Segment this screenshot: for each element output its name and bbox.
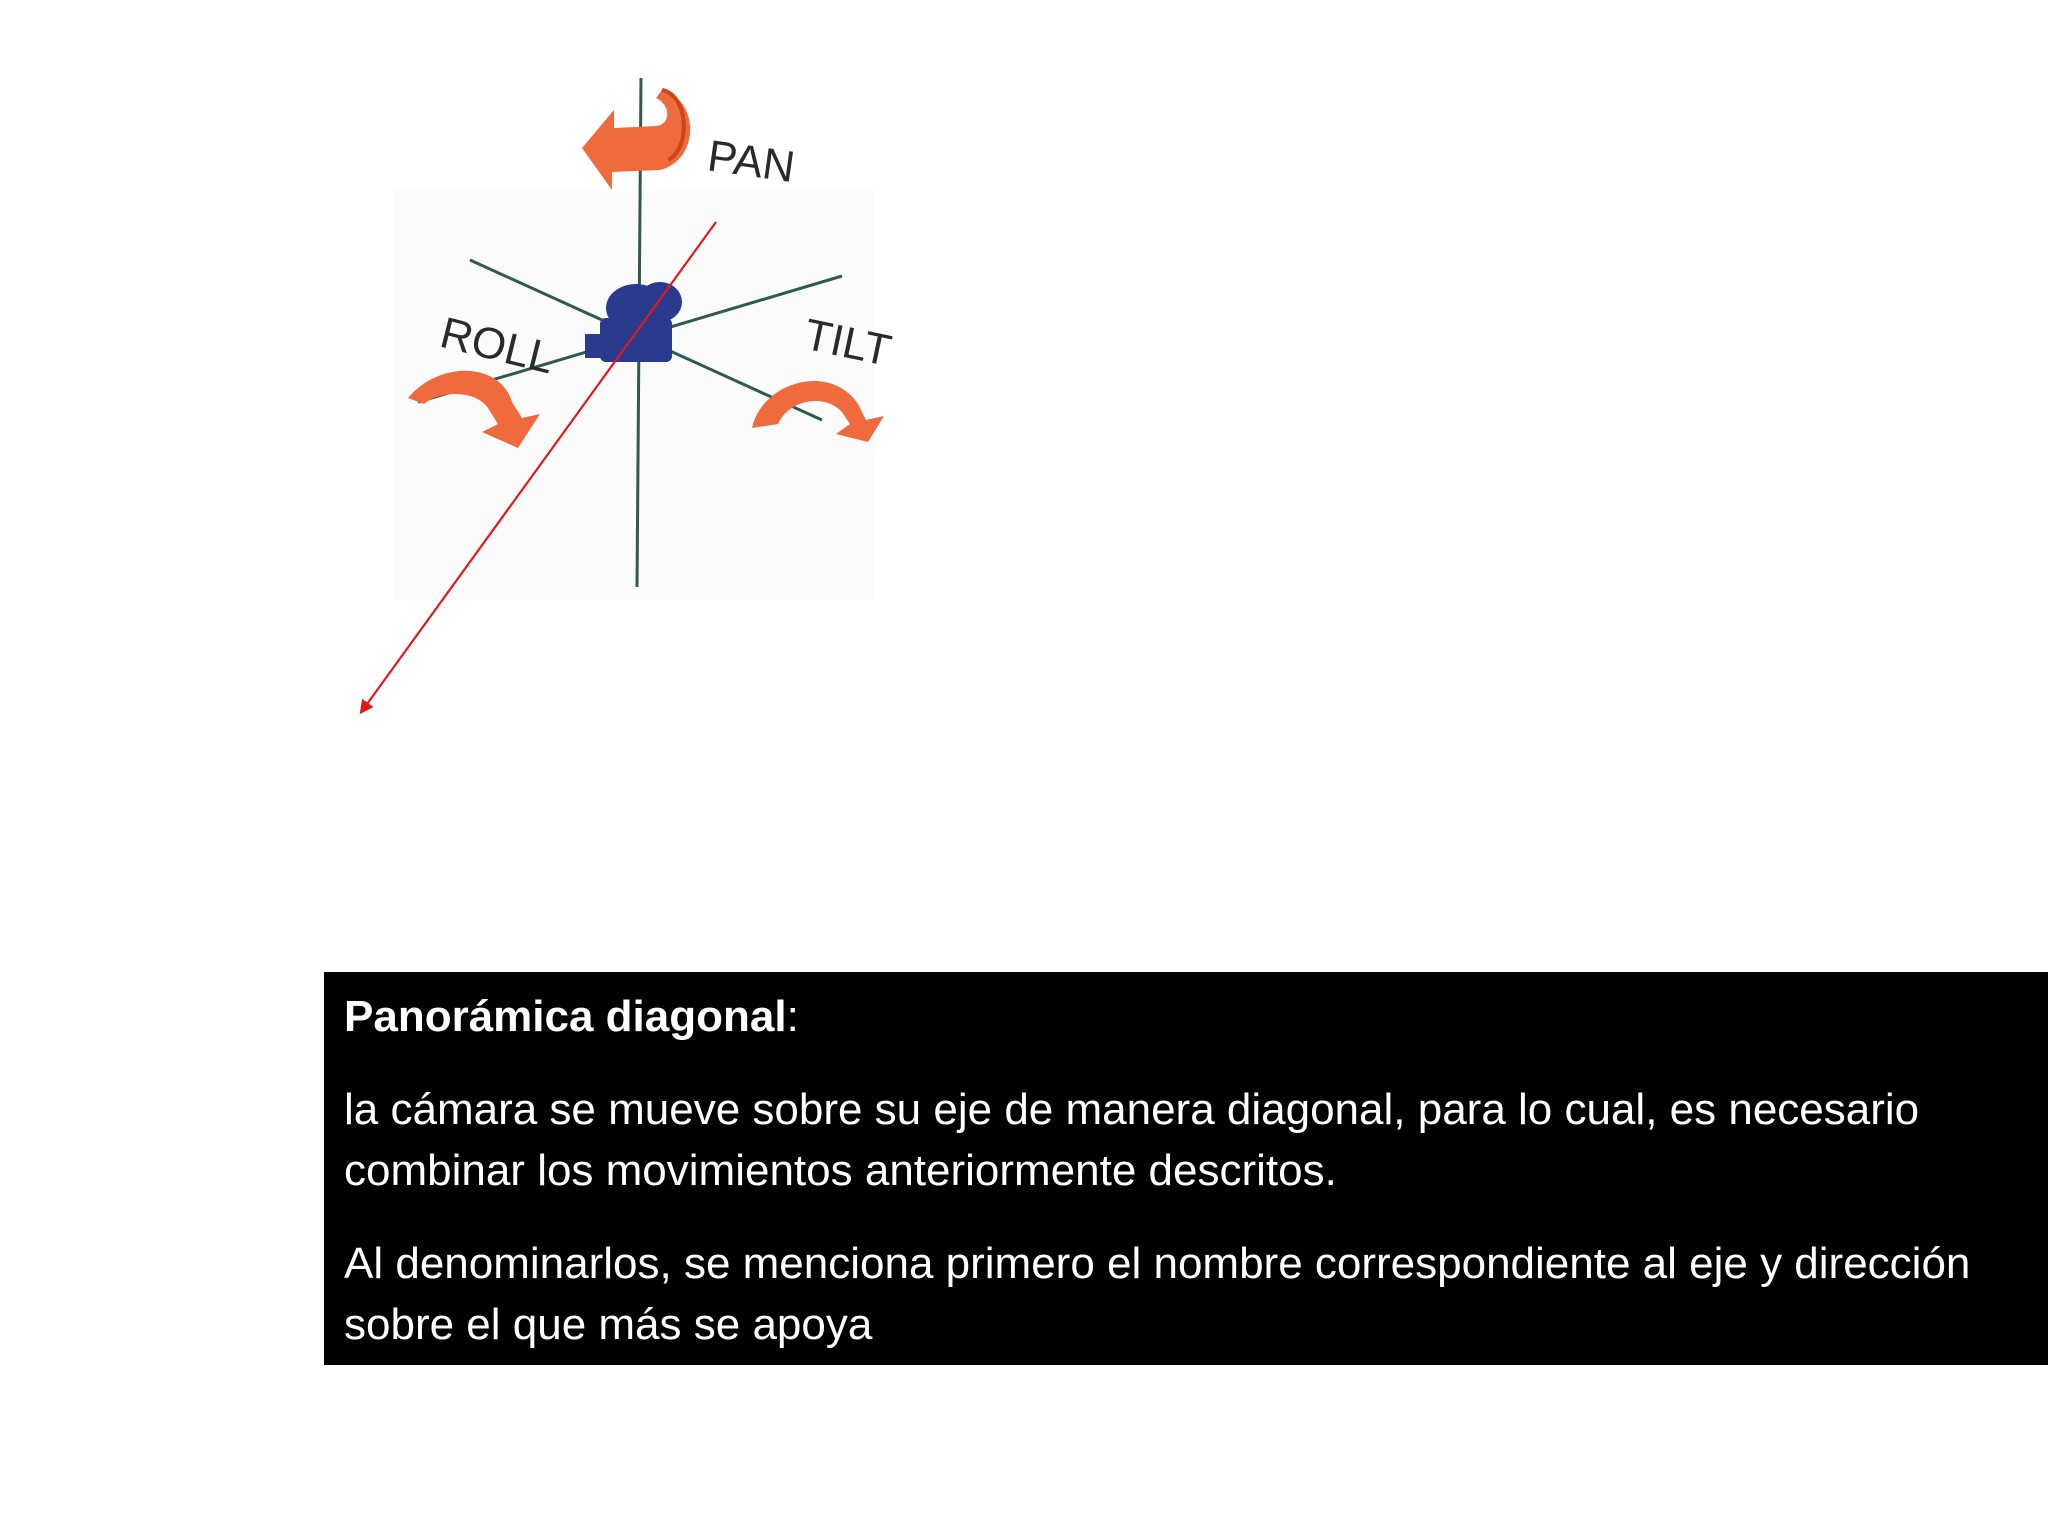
- pan-rotation-arrow-icon: [582, 88, 691, 190]
- tilt-rotation-arrow-icon: [752, 381, 884, 442]
- description-paragraph-1: la cámara se mueve sobre su eje de maner…: [344, 1085, 1920, 1195]
- diagonal-direction-arrow: [359, 221, 717, 715]
- pan-label: PAN: [705, 131, 798, 192]
- section-title: Panorámica diagonal: [344, 992, 787, 1041]
- description-box: Panorámica diagonal: la cámara se mueve …: [324, 972, 2048, 1365]
- heading-line: Panorámica diagonal:: [344, 986, 2024, 1047]
- tilt-label: TILT: [800, 310, 895, 376]
- roll-rotation-arrow-icon: [408, 370, 540, 448]
- section-title-colon: :: [786, 992, 799, 1041]
- description-paragraph-2: Al denominarlos, se menciona primero el …: [344, 1239, 1971, 1349]
- camera-icon: [585, 282, 682, 362]
